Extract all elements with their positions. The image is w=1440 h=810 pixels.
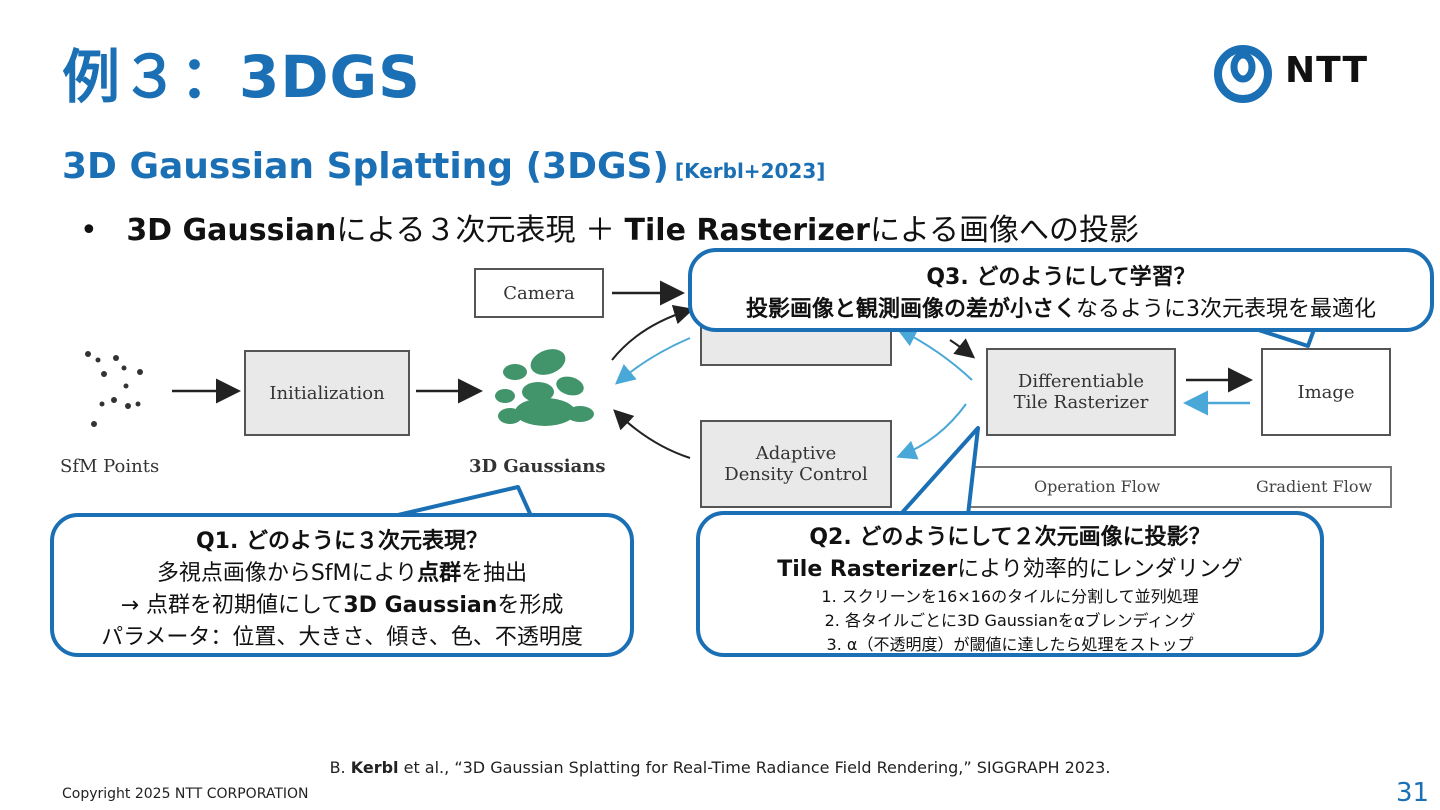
q1-l1c: を抽出 — [461, 561, 528, 586]
reference-citation: B. Kerbl et al., “3D Gaussian Splatting … — [0, 758, 1440, 777]
camera-label: Camera — [503, 282, 575, 304]
q1-l3: パラメータ：位置、大きさ、傾き、色、不透明度 — [101, 625, 583, 650]
adc-line2: Density Control — [724, 464, 868, 485]
logo-text: NTT — [1285, 50, 1369, 91]
q2-step3: 3. α（不透明度）が閾値に達したら処理をストップ — [826, 635, 1194, 654]
dtr-line2: Tile Rasterizer — [1013, 392, 1149, 413]
initialization-box: Initialization — [244, 350, 410, 436]
tile-rasterizer-box: Differentiable Tile Rasterizer — [986, 348, 1176, 436]
bullet-marker: • — [80, 213, 98, 248]
copyright: Copyright 2025 NTT CORPORATION — [62, 786, 309, 802]
gaussians-icon — [495, 349, 594, 426]
ntt-logo: NTT — [1213, 44, 1373, 104]
q1-l1b: 点群 — [417, 561, 462, 586]
q1-title: Q1. どのように３次元表現？ — [195, 529, 489, 554]
subtitle-text: 3D Gaussian Splatting (3DGS) — [62, 146, 669, 187]
dtr-line1: Differentiable — [1017, 371, 1145, 392]
camera-box: Camera — [474, 268, 604, 318]
diagram-legend: Operation Flow Gradient Flow — [968, 466, 1392, 508]
bullet-text-2: による３次元表現 ＋ — [336, 213, 625, 248]
q3-title: Q3. どのようにして学習？ — [926, 265, 1196, 290]
ntt-logo-icon — [1214, 45, 1272, 103]
image-label: Image — [1297, 381, 1355, 403]
legend-gradient-flow: Gradient Flow — [1256, 477, 1373, 496]
q2-step1: 1. スクリーンを16×16のタイルに分割して並列処理 — [821, 587, 1199, 606]
q2-l1b: により効率的にレンダリング — [957, 557, 1243, 582]
q1-l2c: を形成 — [497, 593, 564, 618]
q1-l2b: 3D Gaussian — [343, 593, 498, 618]
subtitle-citation: [Kerbl+2023] — [674, 159, 826, 183]
ref-post: et al., “3D Gaussian Splatting for Real-… — [398, 758, 1111, 777]
callout-q3: Q3. どのようにして学習？ 投影画像と観測画像の差が小さくなるように3次元表現… — [688, 248, 1434, 332]
section-subtitle: 3D Gaussian Splatting (3DGS)[Kerbl+2023] — [62, 146, 825, 187]
q1-l1a: 多視点画像からSfMにより — [156, 561, 418, 586]
q2-title: Q2. どのようにして２次元画像に投影？ — [809, 525, 1211, 550]
page-title: 例３：3DGS — [62, 43, 421, 111]
ref-pre: B. — [329, 758, 351, 777]
sfm-points-icon — [85, 351, 143, 427]
legend-operation-flow: Operation Flow — [1034, 477, 1161, 496]
bullet-bold-1: 3D Gaussian — [126, 213, 337, 248]
callout-q2: Q2. どのようにして２次元画像に投影？ Tile Rasterizerにより効… — [696, 511, 1324, 657]
bullet-text-4: による画像への投影 — [869, 213, 1140, 248]
initialization-label: Initialization — [269, 382, 385, 404]
bullet-bold-3: Tile Rasterizer — [624, 213, 870, 248]
adaptive-density-control-box: Adaptive Density Control — [700, 420, 892, 508]
q2-l1a: Tile Rasterizer — [777, 557, 958, 582]
q3-text-bold: 投影画像と観測画像の差が小さく — [745, 297, 1076, 322]
image-box: Image — [1261, 348, 1391, 436]
q1-l2a: → 点群を初期値にして — [120, 593, 344, 618]
gaussians-label: 3D Gaussians — [469, 456, 606, 477]
callout-q1: Q1. どのように３次元表現？ 多視点画像からSfMにより点群を抽出 → 点群を… — [50, 513, 634, 657]
adc-line1: Adaptive — [755, 443, 837, 464]
page-number: 31 — [1396, 778, 1430, 808]
sfm-points-label: SfM Points — [60, 456, 160, 477]
bullet-line: • 3D Gaussianによる３次元表現 ＋ Tile Rasterizerに… — [80, 205, 1139, 249]
q3-text: なるように3次元表現を最適化 — [1076, 297, 1376, 322]
ref-author: Kerbl — [350, 758, 399, 777]
q2-step2: 2. 各タイルごとに3D Gaussianをαブレンディング — [824, 611, 1196, 630]
